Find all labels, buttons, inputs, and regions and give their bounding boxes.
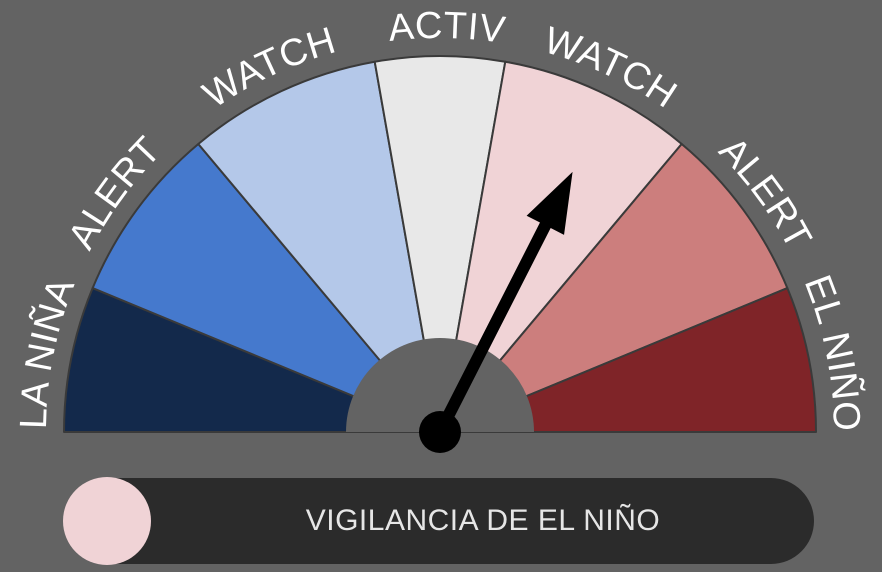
gauge-segment-nino-side-alert [439, 142, 789, 433]
gauge-segment-nina-side-watch [197, 60, 441, 433]
gauge-segment-nina-side-alert [91, 142, 441, 433]
gauge-segments [63, 55, 817, 433]
gauge-hub [346, 338, 534, 432]
enso-gauge: LA NIÑAALERTWATCHINACTIVEWATCHALERTEL NI… [0, 0, 867, 453]
status-indicator-dot [63, 477, 151, 565]
gauge-label-inactive: INACTIVE [0, 0, 508, 52]
gauge-segment-inactive [373, 55, 507, 433]
gauge-segment-nino-side-watch [439, 60, 683, 433]
needle-pivot [419, 411, 461, 453]
gauge-segment-nino-side-el-nino [439, 287, 817, 433]
gauge-segment-nina-side-la-nina [63, 287, 441, 433]
status-bar: VIGILANCIA DE EL NIÑO [63, 477, 814, 565]
gauge-needle [419, 171, 573, 453]
needle-arrow [434, 171, 573, 435]
status-text: VIGILANCIA DE EL NIÑO [305, 504, 661, 537]
